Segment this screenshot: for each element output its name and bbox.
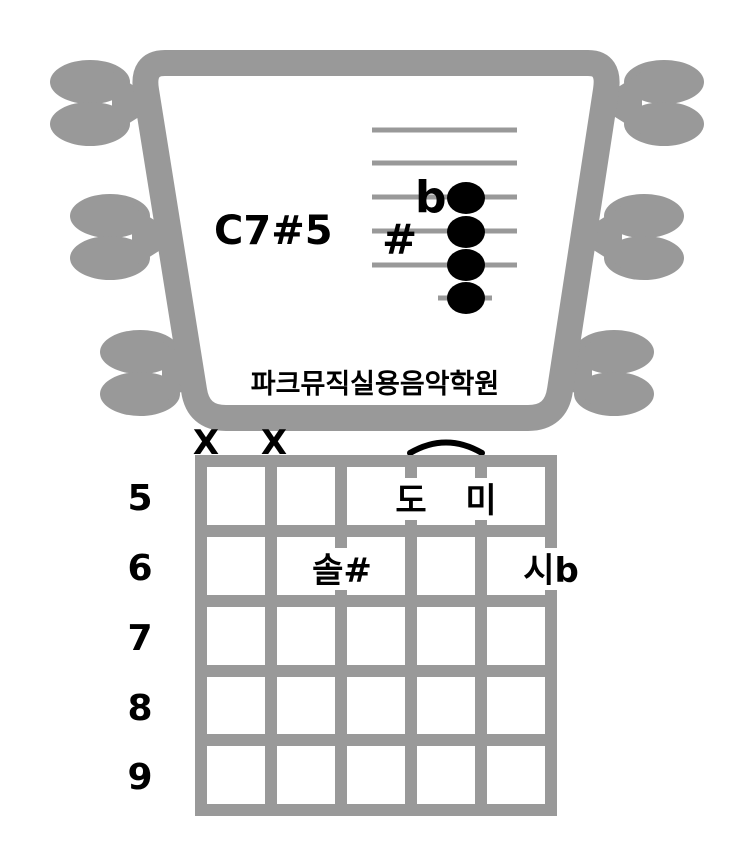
flat-symbol: b: [415, 172, 447, 223]
fret-number: 8: [127, 688, 152, 729]
sharp-symbol: #: [382, 215, 417, 264]
title-frame: [132, 50, 620, 431]
barre-arc: [407, 439, 485, 456]
note-label-sol-sharp: 솔#: [312, 551, 372, 591]
fret-number: 7: [127, 618, 152, 659]
chord-name: C7#5: [214, 208, 333, 254]
chord-notes: [447, 182, 485, 314]
note-head: [447, 282, 485, 314]
fret-number: 6: [127, 548, 152, 589]
note-label-si-flat: 시b: [523, 551, 579, 591]
fret-number: 5: [127, 478, 152, 519]
music-staff: [372, 127, 517, 301]
fretboard-grid: [195, 455, 557, 816]
note-head: [447, 216, 485, 248]
note-label-mi: 미: [465, 481, 496, 521]
academy-name: 파크뮤직실용음악학원: [251, 369, 499, 400]
note-label-do: 도: [395, 481, 426, 521]
note-head: [447, 182, 485, 214]
note-head: [447, 249, 485, 281]
fret-number: 9: [127, 757, 152, 798]
